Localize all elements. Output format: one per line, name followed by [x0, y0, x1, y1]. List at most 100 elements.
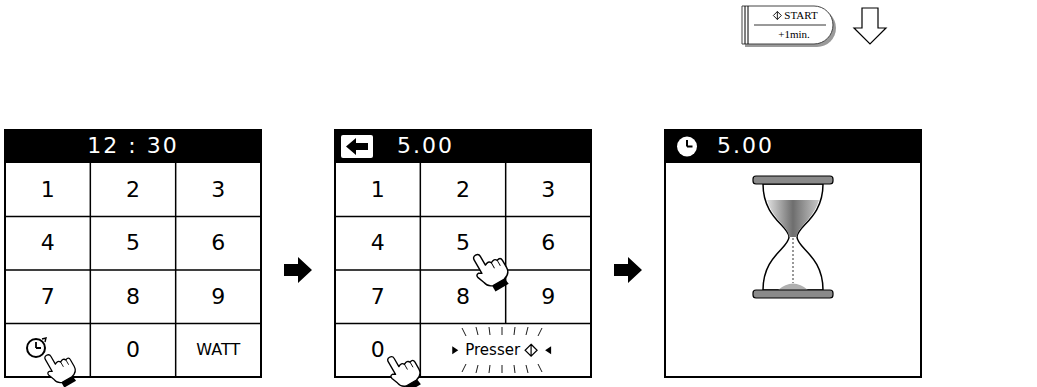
step-arrow [614, 257, 642, 283]
pointing-hand [468, 245, 515, 296]
keypad-key: 4 [5, 217, 90, 271]
keypad-panel [5, 163, 261, 377]
start-button: START+1min. [749, 6, 829, 44]
clock-icon [677, 137, 697, 157]
start-button-shape [742, 6, 836, 47]
down-arrow [854, 8, 886, 44]
key-label: 0 [126, 338, 140, 362]
keypad-key: 5 [420, 217, 505, 271]
keypad-key: 7 [5, 270, 90, 324]
key-label: WATT [196, 341, 240, 359]
display-bar: 12 : 30 [5, 130, 261, 163]
start-prompt-key: Presser [420, 324, 591, 378]
clock-icon [677, 137, 697, 157]
key-label: 3 [541, 178, 555, 202]
back-icon [341, 135, 373, 158]
hourglass [763, 184, 823, 290]
keypad-panel [335, 130, 591, 163]
hourglass [753, 176, 833, 184]
start-button-shape [754, 25, 826, 26]
key-label: 3 [211, 178, 225, 202]
blink-rays [462, 364, 542, 373]
key-label: 7 [41, 285, 55, 309]
clock-icon [687, 140, 693, 147]
start-symbol [773, 12, 781, 20]
display-bar: 5.00 [335, 130, 591, 163]
keypad-panel [335, 130, 591, 377]
back-icon [341, 135, 373, 158]
key-label: Presser [465, 342, 520, 359]
keypad-panel [5, 130, 261, 377]
key-label: 7 [371, 285, 385, 309]
key-label: 6 [541, 231, 555, 255]
keypad-key: 9 [506, 270, 591, 324]
clock-icon [27, 338, 46, 357]
display-panel [665, 130, 921, 377]
start-symbol [773, 12, 781, 20]
hourglass [792, 238, 794, 283]
hourglass [778, 284, 808, 291]
hourglass [753, 290, 833, 298]
keypad-panel [5, 130, 261, 163]
key-label: 8 [126, 285, 140, 309]
display-text: 5.00 [397, 134, 454, 158]
key-label: 9 [541, 285, 555, 309]
start-button-shape [742, 6, 833, 44]
keypad-key: 8 [420, 270, 505, 324]
clock-icon [42, 338, 46, 342]
display-panel [665, 130, 921, 377]
button-label: +1min. [778, 25, 810, 44]
hourglass [753, 176, 833, 298]
keypad-key: 6 [506, 217, 591, 271]
key-label: 1 [41, 178, 55, 202]
key-label: 0 [371, 338, 385, 362]
keypad-key: 0 [90, 324, 175, 378]
blink-marker [545, 346, 551, 354]
keypad-key: 2 [420, 163, 505, 217]
keypad-key: 0 [335, 324, 420, 378]
key-label: 2 [126, 178, 140, 202]
pointing-hand [40, 346, 81, 387]
keypad-panel [5, 130, 261, 377]
pointing-hand [382, 347, 426, 387]
keypad-key: 1 [5, 163, 90, 217]
display-text: 12 : 30 [87, 134, 178, 158]
keypad-key: 4 [335, 217, 420, 271]
keypad-key: 3 [176, 163, 261, 217]
keypad-key: 1 [335, 163, 420, 217]
start-symbol [525, 344, 537, 356]
clock-icon [27, 339, 45, 357]
key-label: 5 [456, 231, 470, 255]
blink-rays [462, 327, 542, 336]
hourglass [767, 200, 819, 237]
key-label: 8 [456, 285, 470, 309]
clock-icon [693, 137, 697, 141]
back-icon [346, 138, 368, 155]
key-label: 4 [41, 231, 55, 255]
display-bar: 5.00 [665, 130, 921, 163]
keypad-panel [335, 163, 591, 377]
key-label: 2 [456, 178, 470, 202]
blink-marker [452, 346, 458, 354]
keypad-key: 9 [176, 270, 261, 324]
blink-rays [462, 327, 542, 373]
key-label: 1 [371, 178, 385, 202]
keypad-key: WATT [176, 324, 261, 378]
keypad-key: 5 [90, 217, 175, 271]
key-label: 6 [211, 231, 225, 255]
keypad-panel [335, 130, 591, 377]
keypad-key: 8 [90, 270, 175, 324]
step-arrow [284, 257, 312, 283]
keypad-key: 6 [176, 217, 261, 271]
display-text: 5.00 [717, 134, 774, 158]
key-label: 9 [211, 285, 225, 309]
keypad-key: 2 [90, 163, 175, 217]
start-button-shape [745, 6, 748, 44]
clock-icon [36, 342, 41, 348]
key-label: 4 [371, 231, 385, 255]
start-symbol [525, 344, 537, 356]
keypad-key: 3 [506, 163, 591, 217]
button-label: START [770, 6, 817, 25]
